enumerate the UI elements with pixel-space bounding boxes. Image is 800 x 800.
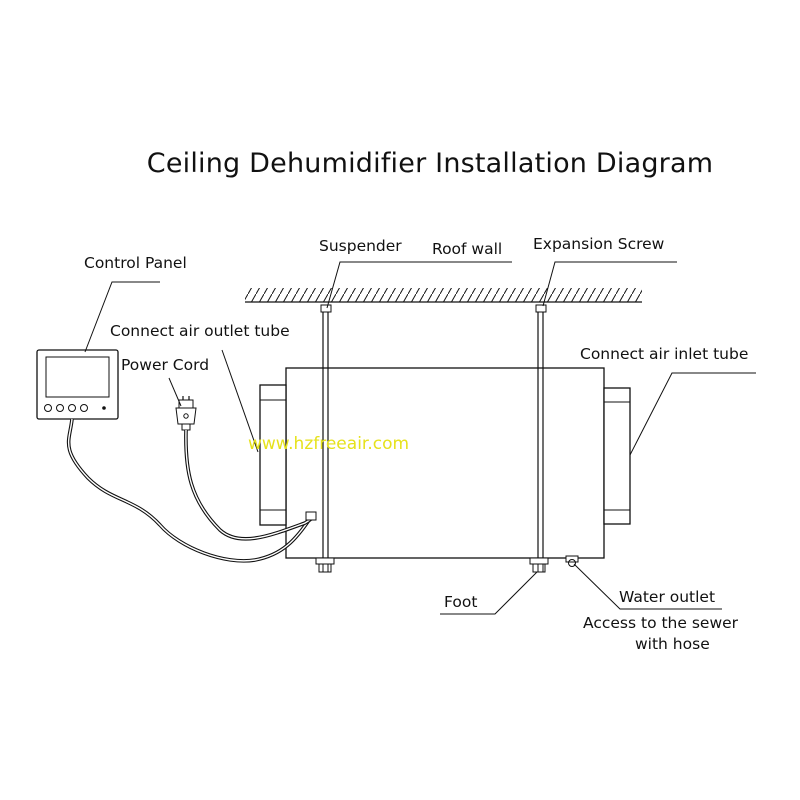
suspender-rod-left xyxy=(315,304,335,573)
air-outlet-flange xyxy=(259,384,287,526)
cable-entry-clamp xyxy=(305,511,317,521)
air-inlet-tube-label: Connect air inlet tube xyxy=(580,345,749,363)
air-inlet-flange xyxy=(603,387,631,525)
power-cord-label: Power Cord xyxy=(121,356,210,374)
control-panel-device xyxy=(36,349,119,420)
dehumidifier-body xyxy=(285,367,605,559)
suspender-label: Suspender xyxy=(319,237,402,255)
diagram-title: Ceiling Dehumidifier Installation Diagra… xyxy=(146,148,714,179)
watermark: www.hzfreeair.com xyxy=(248,434,410,454)
roof-wall-label: Roof wall xyxy=(432,240,503,258)
power-plug xyxy=(175,396,197,431)
control-panel-label: Control Panel xyxy=(84,254,187,272)
suspender-rod-right xyxy=(529,304,549,573)
water-outlet-fitting xyxy=(565,555,579,567)
air-outlet-tube-label: Connect air outlet tube xyxy=(110,322,290,340)
sewer-access-label-line2: with hose xyxy=(635,635,710,653)
foot-label: Foot xyxy=(444,593,478,611)
water-outlet-label: Water outlet xyxy=(619,588,716,606)
expansion-screw-label: Expansion Screw xyxy=(533,235,665,253)
roof-wall xyxy=(245,288,642,303)
sewer-access-label-line1: Access to the sewer xyxy=(583,614,739,632)
leader-lines xyxy=(84,261,756,615)
